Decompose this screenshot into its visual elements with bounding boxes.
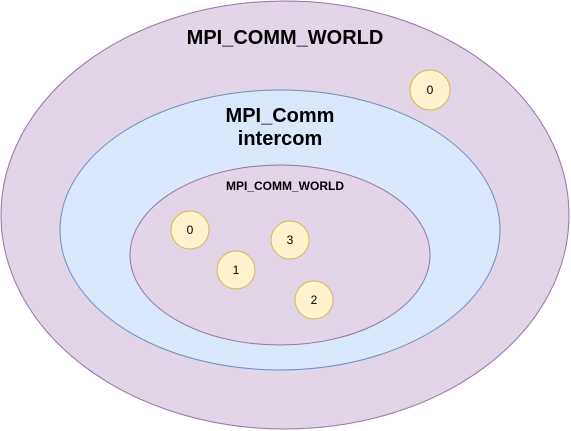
outer-rank-0-label: 0	[427, 83, 434, 97]
outer-rank-0-node: 0	[409, 69, 451, 111]
intercomm-title-line-1: MPI_Comm	[226, 105, 335, 127]
inner-rank-2-label: 2	[311, 293, 318, 307]
inner-rank-0-node: 0	[170, 210, 210, 250]
inner-rank-2-circle	[294, 280, 334, 320]
outer-rank-0-circle	[409, 69, 451, 111]
outer-comm-world-title: MPI_COMM_WORLD	[187, 27, 384, 49]
inner-rank-3-node: 3	[270, 220, 310, 260]
inner-rank-1-label: 1	[233, 263, 240, 277]
inner-rank-2-node: 2	[294, 280, 334, 320]
inner-rank-1-circle	[216, 250, 256, 290]
inner-comm-world-title: MPI_COMM_WORLD	[226, 179, 344, 193]
inner-rank-0-circle	[170, 210, 210, 250]
inner-rank-0-label: 0	[187, 223, 194, 237]
inner-rank-3-circle	[270, 220, 310, 260]
intercomm-title-line-2: intercom	[238, 128, 322, 150]
inner-rank-3-label: 3	[287, 233, 294, 247]
inner-rank-1-node: 1	[216, 250, 256, 290]
